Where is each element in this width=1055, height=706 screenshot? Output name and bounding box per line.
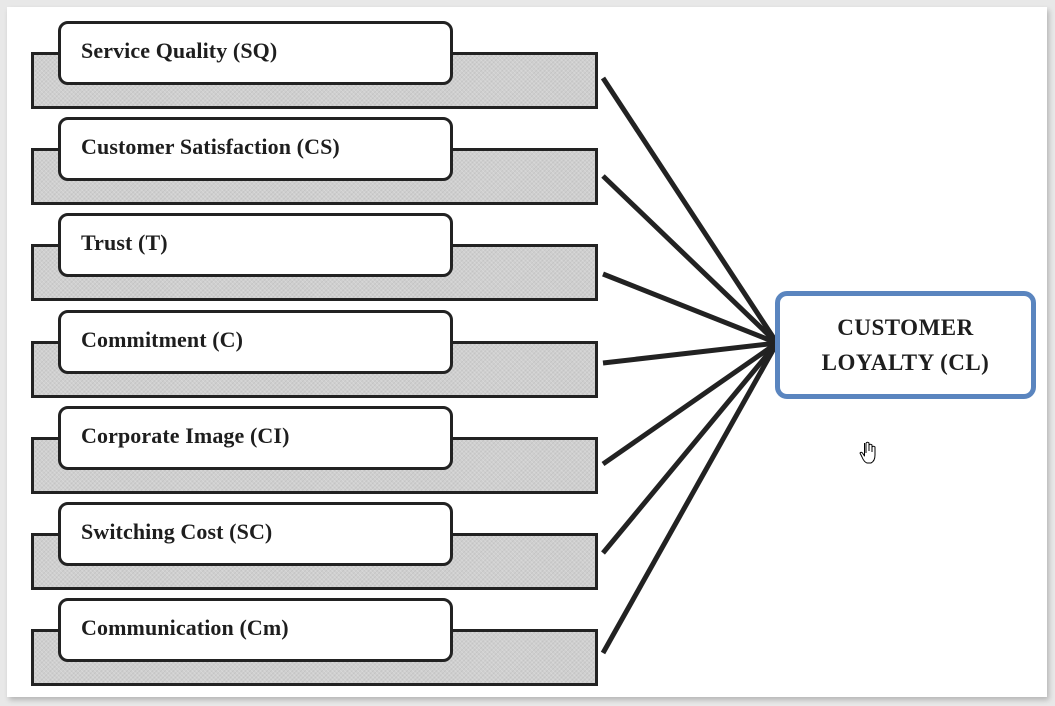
factor-label: Switching Cost (SC) [81,519,273,544]
factor-node-sc[interactable]: Switching Cost (SC) [7,502,627,592]
factor-label-box: Customer Satisfaction (CS) [58,117,453,182]
edge-ci-to-cl [601,340,779,467]
edge-sq-to-cl [600,76,780,345]
factor-label-box: Trust (T) [58,213,453,278]
factor-label: Commitment (C) [81,326,244,352]
target-label-line2: LOYALTY (CL) [821,350,990,375]
factor-label-box: Corporate Image (CI) [58,405,453,470]
diagram-canvas: Service Quality (SQ) Customer Satisfactio… [7,7,1047,697]
factor-node-cm[interactable]: Communication (Cm) [7,598,627,688]
edge-c-to-cl [602,340,778,366]
factor-label-box: Communication (Cm) [58,598,453,663]
factor-label-box: Service Quality (SQ) [58,21,453,85]
edge-cs-to-cl [601,174,779,345]
factor-label: Communication (Cm) [81,615,289,641]
factor-label: Service Quality (SQ) [81,38,278,63]
target-node-customer-loyalty[interactable]: CUSTOMER LOYALTY (CL) [775,291,1036,399]
edge-sc-to-cl [601,341,779,555]
factor-node-ci[interactable]: Corporate Image (CI) [7,405,627,496]
target-label-line1: CUSTOMER [837,315,974,340]
factor-node-t[interactable]: Trust (T) [7,213,627,303]
factor-label-box: Commitment (C) [58,309,453,374]
factor-label: Corporate Image (CI) [81,422,290,448]
edge-t-to-cl [602,271,778,346]
hand-pointer-icon [859,441,876,464]
factor-label-box: Switching Cost (SC) [58,502,453,566]
factor-node-sq[interactable]: Service Quality (SQ) [7,21,627,111]
factor-node-cs[interactable]: Customer Satisfaction (CS) [7,117,627,207]
edge-cm-to-cl [600,341,780,655]
factor-node-c[interactable]: Commitment (C) [7,309,627,400]
factor-label: Trust (T) [81,230,168,256]
factor-label: Customer Satisfaction (CS) [81,134,340,160]
